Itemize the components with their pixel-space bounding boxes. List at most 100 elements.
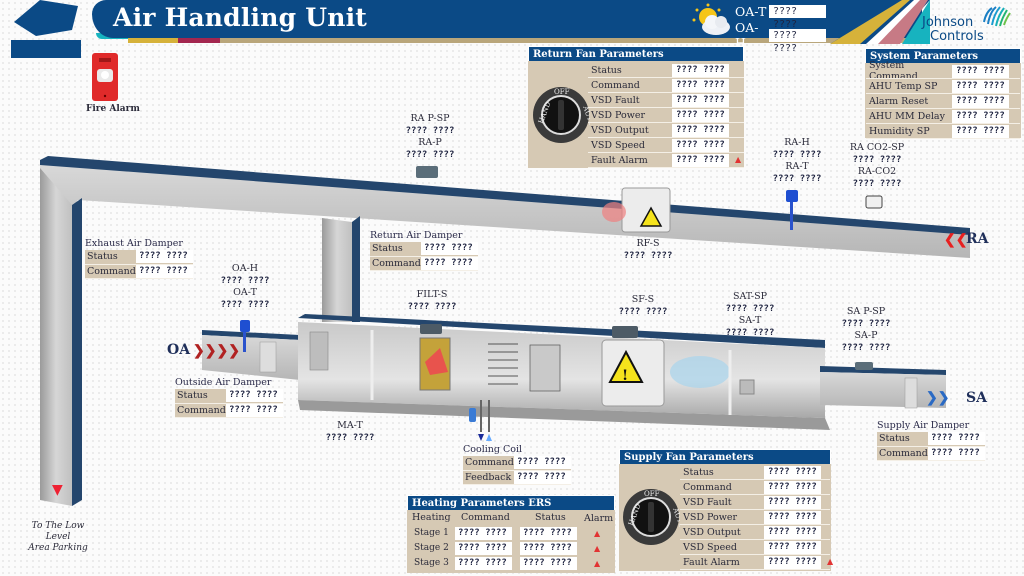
exhaust-damper: Exhaust Air Damper Status???? ???? Comma… [85, 238, 193, 279]
supply-fan-row: VSD Fault???? ???? [680, 495, 821, 509]
row-divider [588, 152, 744, 153]
return-fan-title: Return Fan Parameters [528, 46, 744, 61]
oa-t-label: OA-T [735, 4, 767, 19]
point-ra-psp: RA P-SP???? ???? RA-P???? ???? [400, 113, 460, 161]
value: ???? ???? [852, 179, 902, 189]
row-divider [680, 524, 830, 525]
row-divider [680, 509, 830, 510]
value: ???? ???? [421, 242, 478, 256]
value: ???? ???? [220, 300, 270, 310]
heating-command-value: ???? ???? [455, 527, 512, 540]
header-stripes [830, 0, 930, 44]
row-divider [680, 539, 830, 540]
value: ???? ???? [928, 446, 985, 460]
brand-logo: Johnson Controls [920, 6, 1020, 46]
fire-alarm-label: Fire Alarm [86, 104, 140, 114]
exhaust-note-line2: Area Parking [28, 543, 88, 553]
heating-stage-label: Stage 1 [414, 528, 449, 538]
label: SA-T [738, 315, 762, 326]
value: ???? ???? [514, 470, 571, 484]
exhaust-status-row: Status???? ???? [85, 250, 193, 265]
return-damper-title: Return Air Damper [370, 230, 463, 241]
point-sf-s: SF-S ???? ???? [613, 294, 673, 318]
system-title: System Parameters [865, 48, 1021, 63]
label: RA-T [785, 161, 809, 172]
label: Status [87, 251, 118, 263]
label: FILT-S [416, 289, 448, 300]
label: SF-S [631, 294, 655, 305]
row-label: VSD Fault [591, 94, 640, 106]
row-value: ???? ???? [952, 94, 1009, 108]
value: ???? ???? [407, 302, 457, 312]
system-row: AHU Temp SP???? ???? [866, 79, 1009, 93]
system-row: AHU MM Delay ???? ???? [866, 109, 1009, 123]
label: RA-H [784, 137, 810, 148]
label: MA-T [337, 420, 363, 431]
label: Command [87, 265, 136, 277]
row-divider [588, 137, 744, 138]
point-ra-h: RA-H???? ???? RA-T???? ???? [767, 137, 827, 185]
value: ???? ???? [136, 264, 193, 278]
row-value: ???? ???? [764, 540, 821, 554]
svg-text:AUTO: AUTO [581, 104, 590, 128]
svg-text:!: ! [622, 368, 628, 384]
supply-fan-row: VSD Output???? ???? [680, 525, 821, 539]
heating-status-value: ???? ???? [520, 557, 577, 570]
oa-h-value: ???? ???? [769, 28, 826, 54]
value: ???? ???? [618, 307, 668, 317]
svg-text:❯❯❯❯: ❯❯❯❯ [193, 343, 240, 359]
value: ???? ???? [220, 276, 270, 286]
outside-command-row: Command???? ???? [175, 403, 283, 418]
row-label: Status [591, 64, 622, 76]
value: ???? ???? [772, 150, 822, 160]
alarm-bell-icon: ▲ [594, 544, 601, 553]
supply-damper-title: Supply Air Damper [877, 420, 970, 431]
row-value: ???? ???? [764, 480, 821, 494]
point-sa-psp: SA P-SP???? ???? SA-P???? ???? [836, 306, 896, 354]
supply-fan-row: VSD Speed ???? ???? [680, 540, 821, 554]
value: ???? ???? [325, 433, 375, 443]
point-ra-co2: RA CO2-SP???? ???? RA-CO2???? ???? [846, 142, 908, 190]
supply-fan-row: Status???? ???? [680, 465, 821, 479]
row-divider [588, 77, 744, 78]
row-value: ???? ???? [672, 93, 729, 107]
return-fan-row: VSD Power???? ???? [588, 108, 729, 122]
outside-damper-title: Outside Air Damper [175, 377, 272, 388]
svg-text:OFF: OFF [554, 88, 570, 96]
label: RA-P [418, 137, 442, 148]
heating-stage-label: Stage 2 [414, 543, 449, 553]
row-label: VSD Speed [591, 139, 645, 151]
point-ma-t: MA-T ???? ???? [320, 420, 380, 444]
row-value: ???? ???? [952, 109, 1009, 123]
label: SA P-SP [846, 306, 886, 317]
row-value: ???? ???? [672, 78, 729, 92]
row-label: AHU Temp SP [869, 80, 938, 92]
sa-flow-label: SA [966, 390, 987, 406]
row-label: VSD Fault [683, 496, 732, 508]
home-logo[interactable] [10, 0, 82, 60]
return-fan-hoa-selector[interactable]: HAND OFF AUTO [532, 86, 590, 144]
heating-command-value: ???? ???? [455, 557, 512, 570]
value: ???? ???? [841, 319, 891, 329]
value: ???? ???? [928, 432, 985, 446]
cooling-coil: Cooling Coil Command???? ???? Feedback??… [463, 444, 571, 485]
supply-fan-hoa-selector[interactable]: HAND OFF AUTO [622, 488, 680, 546]
return-fan-row: Command???? ???? [588, 78, 729, 92]
row-label: VSD Speed [683, 541, 737, 553]
row-divider [680, 554, 830, 555]
row-label: AHU MM Delay [869, 110, 945, 122]
return-fan-row: VSD Output???? ???? [588, 123, 729, 137]
row-label: VSD Output [591, 124, 649, 136]
row-label: Fault Alarm [591, 154, 648, 166]
cooling-feedback-row: Feedback???? ???? [463, 470, 571, 485]
point-sat-sp: SAT-SP???? ???? SA-T???? ???? [720, 291, 780, 339]
row-label: Command [683, 481, 732, 493]
label: RA-CO2 [857, 166, 897, 177]
outside-status-row: Status???? ???? [175, 389, 283, 404]
exhaust-arrow-icon: ▼ [52, 482, 63, 498]
heating-stage-label: Stage 3 [414, 558, 449, 568]
fire-alarm-icon[interactable] [91, 52, 119, 102]
alarm-bell-icon: ▲ [594, 559, 601, 568]
row-divider [866, 123, 1020, 124]
